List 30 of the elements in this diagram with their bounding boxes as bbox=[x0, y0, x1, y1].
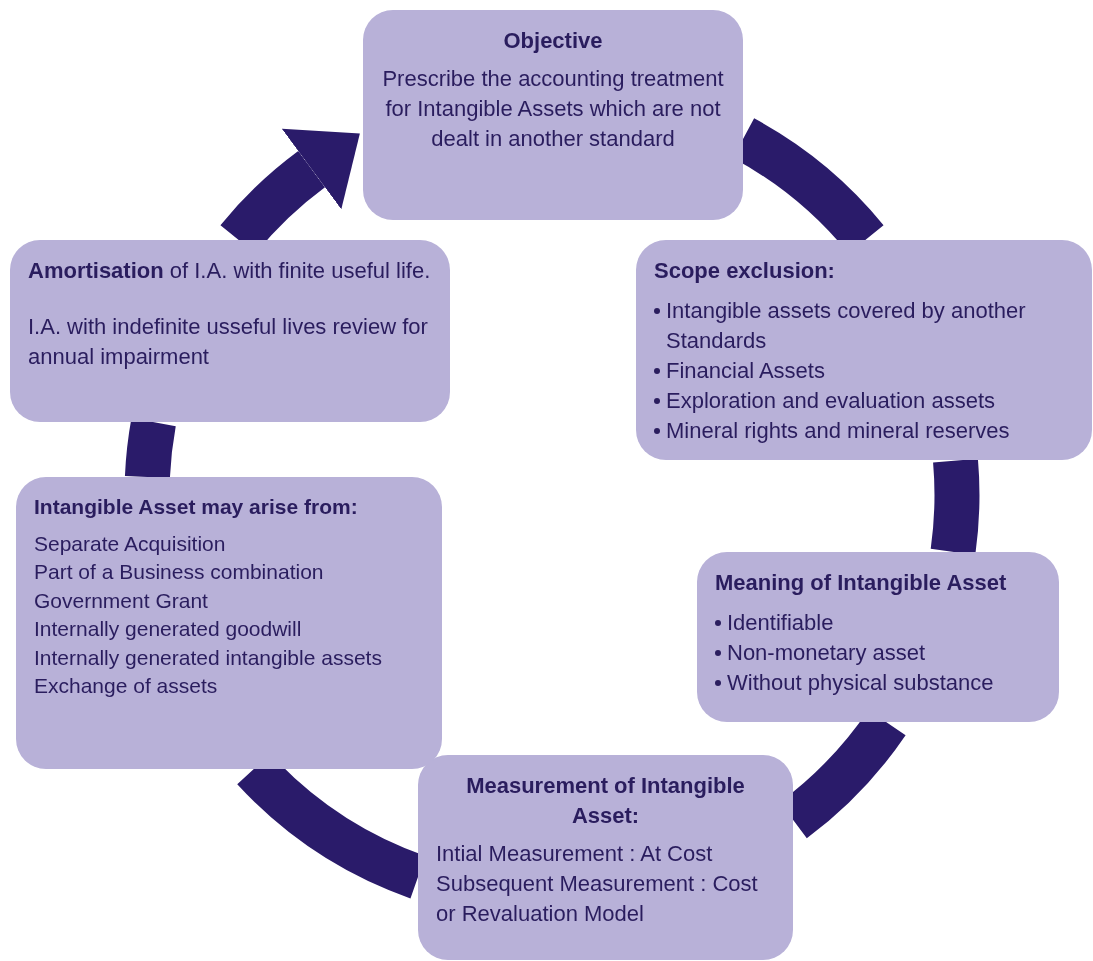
amortisation-box bbox=[10, 240, 450, 422]
list-item: Mineral rights and mineral reserves bbox=[666, 416, 1010, 445]
note-text: I.A. with indefinite usseful lives review for annual impairment bbox=[28, 312, 429, 371]
box-heading: Intangible Asset may arise from: bbox=[34, 494, 359, 520]
list-item: Exploration and evaluation assets bbox=[666, 386, 995, 415]
list-item: Non-monetary asset bbox=[727, 638, 926, 667]
sources-box bbox=[16, 477, 442, 769]
note-text: Amortisation of I.A. with finite useful life. bbox=[28, 257, 432, 285]
list-item: Government Grant bbox=[34, 587, 209, 614]
cycle-band bbox=[930, 459, 980, 555]
measurement-box bbox=[418, 755, 793, 960]
box-heading: Measurement of Intangible Asset: bbox=[465, 772, 746, 830]
list-item: Exchange of assets bbox=[34, 673, 219, 700]
objective-box bbox=[363, 10, 743, 220]
list-item: Internally generated goodwill bbox=[34, 616, 303, 643]
list-item: Part of a Business combination bbox=[34, 559, 325, 586]
list-item: Subsequent Measurement : Cost or Revaluation Model bbox=[436, 869, 759, 928]
list-item: Internally generated intangible assets bbox=[34, 644, 383, 671]
box-heading: Objective bbox=[502, 27, 604, 55]
list-item: Intangible assets covered by another Standards bbox=[666, 296, 1027, 355]
description-text: Prescribe the accounting treatment for Intangible Assets which are not dealt in another standard bbox=[381, 64, 725, 153]
list-item: Financial Assets bbox=[666, 356, 825, 385]
list-item: Intial Measurement : At Cost bbox=[436, 839, 714, 868]
list-item: Separate Acquisition bbox=[34, 530, 227, 557]
list-item: Without physical substance bbox=[727, 668, 994, 697]
box-heading: Scope exclusion: bbox=[654, 257, 836, 285]
meaning-box bbox=[697, 552, 1059, 722]
box-heading: Meaning of Intangible Asset bbox=[715, 569, 1008, 597]
list-item: Identifiable bbox=[727, 608, 834, 637]
scope-box bbox=[636, 240, 1092, 460]
